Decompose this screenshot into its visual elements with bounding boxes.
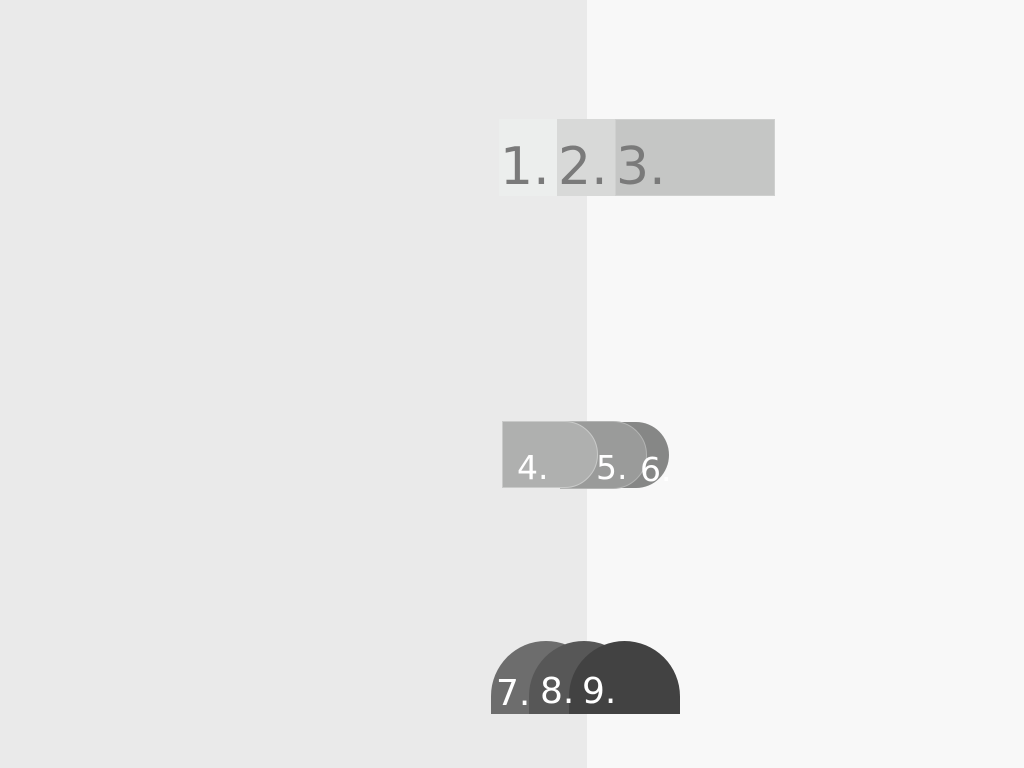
half-circle-label-7: 7.	[496, 673, 531, 714]
d-shape-label-6: 6.	[640, 450, 672, 489]
d-shape-4[interactable]	[502, 421, 598, 488]
box-shape-2[interactable]	[557, 119, 615, 196]
half-circle-label-8: 8.	[540, 671, 575, 712]
box-label-2: 2.	[558, 137, 608, 197]
box-shape-3[interactable]	[615, 119, 775, 196]
box-shape-1[interactable]	[499, 119, 557, 196]
box-label-3: 3.	[616, 137, 666, 197]
d-shape-label-5: 5.	[596, 448, 628, 487]
half-circle-label-9: 9.	[582, 671, 617, 712]
box-label-1: 1.	[500, 137, 550, 197]
background-left-panel	[0, 0, 587, 768]
d-shape-label-4: 4.	[517, 448, 549, 487]
